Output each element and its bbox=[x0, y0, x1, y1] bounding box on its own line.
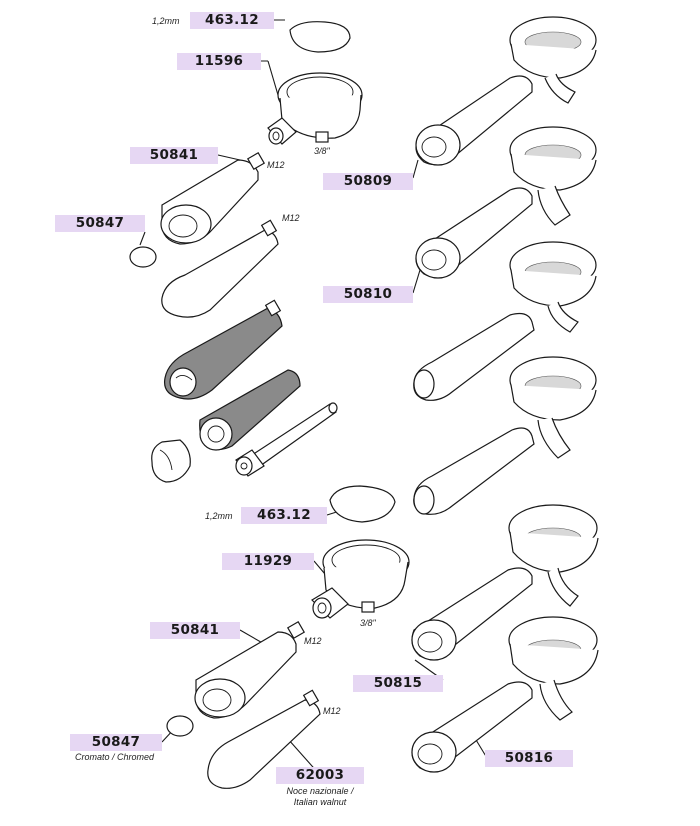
note-handle-wood-material-en: Italian walnut bbox=[293, 797, 347, 807]
note-gasket-top-thickness: 1,2mm bbox=[152, 16, 180, 26]
handle-dark-shape bbox=[163, 299, 283, 400]
label-assembly-50809: 50809 bbox=[323, 173, 413, 190]
label-filter-holder-top: 11596 bbox=[177, 53, 261, 70]
label-cap-top: 50847 bbox=[55, 215, 145, 232]
handle-dark-sleeve-shape bbox=[199, 369, 301, 451]
cap-top-shape bbox=[129, 246, 157, 268]
note-thread-38-bottom: 3/8" bbox=[360, 618, 376, 628]
note-handle-wood-material-it: Noce nazionale / bbox=[286, 786, 354, 796]
label-assembly-50810: 50810 bbox=[323, 286, 413, 303]
label-gasket-bottom: 463.12 bbox=[241, 507, 327, 524]
filter-holder-top-shape bbox=[267, 72, 363, 145]
label-filter-holder-bottom: 11929 bbox=[222, 553, 314, 570]
assembly-1-shape bbox=[415, 16, 597, 166]
handle-chrome-top-shape bbox=[160, 151, 266, 245]
cap-bottom-shape bbox=[166, 715, 194, 737]
assembly-3-shape bbox=[413, 241, 597, 401]
gasket-bottom-shape bbox=[329, 485, 396, 523]
label-assembly-50816: 50816 bbox=[485, 750, 573, 767]
end-knob-shape bbox=[151, 439, 191, 483]
assembly-5-shape bbox=[411, 504, 599, 661]
note-thread-m12-d: M12 bbox=[323, 706, 341, 716]
gasket-top-shape bbox=[289, 21, 351, 53]
label-assembly-50815: 50815 bbox=[353, 675, 443, 692]
handle-chrome-bottom-shape bbox=[194, 620, 306, 719]
note-thread-m12-b: M12 bbox=[282, 213, 300, 223]
note-thread-m12-c: M12 bbox=[304, 636, 322, 646]
note-thread-38-top: 3/8" bbox=[314, 146, 330, 156]
assembly-2-shape bbox=[415, 126, 597, 279]
handle-wood-shape bbox=[207, 689, 321, 789]
assembly-6-shape bbox=[411, 616, 599, 773]
label-handle-chrome-top: 50841 bbox=[130, 147, 218, 164]
handle-plastic-shape bbox=[161, 219, 279, 318]
label-handle-wood: 62003 bbox=[276, 767, 364, 784]
label-gasket-top: 463.12 bbox=[190, 12, 274, 29]
filter-holder-bottom-shape bbox=[311, 539, 410, 619]
label-handle-chrome-bottom: 50841 bbox=[150, 622, 240, 639]
note-cap-bottom-finish: Cromato / Chromed bbox=[75, 752, 155, 762]
assembly-4-shape bbox=[413, 356, 597, 515]
note-thread-m12-a: M12 bbox=[267, 160, 285, 170]
label-cap-bottom: 50847 bbox=[70, 734, 162, 751]
bolt-shape bbox=[235, 402, 338, 477]
note-gasket-bottom-thickness: 1,2mm bbox=[205, 511, 233, 521]
